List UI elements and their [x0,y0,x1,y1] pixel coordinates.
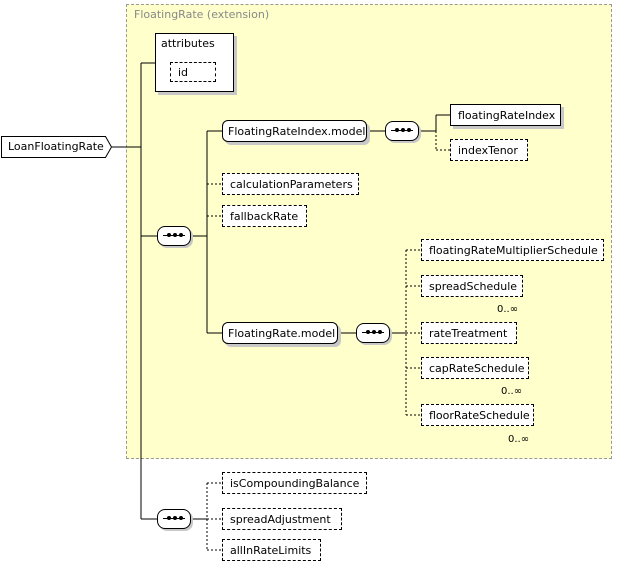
sequence-compositor-bottom[interactable] [157,509,191,529]
element-fallbackrate[interactable]: fallbackRate [222,205,307,227]
element-ratetreatment[interactable]: rateTreatment [421,322,517,344]
cardinality-caprateschedule: 0..∞ [501,386,523,397]
element-floorrateschedule[interactable]: floorRateSchedule [421,404,538,430]
element-iscompoundingbalance[interactable]: isCompoundingBalance [222,472,367,494]
attribute-id[interactable]: id [170,62,216,82]
element-caprateschedule[interactable]: capRateSchedule [421,357,533,383]
root-element-shape [1,136,112,158]
element-allinratelimits[interactable]: allInRateLimits [222,539,321,561]
sequence-compositor-rate[interactable] [356,323,390,343]
attributes-box[interactable]: attributes id [155,33,234,92]
element-indextenor[interactable]: indexTenor [450,139,528,161]
element-calculationparameters[interactable]: calculationParameters [222,173,359,195]
extension-title: FloatingRate (extension) [134,8,270,21]
element-spreadadjustment[interactable]: spreadAdjustment [222,508,342,530]
element-floatingrateindex[interactable]: floatingRateIndex [450,104,561,126]
cardinality-floorrateschedule: 0..∞ [508,434,530,445]
element-floatingratemultiplierschedule[interactable]: floatingRateMultiplierSchedule [421,239,604,261]
attributes-label: attributes [161,37,215,50]
cardinality-spreadschedule: 0..∞ [497,304,519,315]
sequence-compositor-main[interactable] [157,226,191,246]
root-element-label: LoanFloatingRate [8,140,104,153]
element-spreadschedule[interactable]: spreadSchedule [421,275,527,301]
group-floatingrateindex-model[interactable]: FloatingRateIndex.model [222,120,367,142]
group-floatingrate-model[interactable]: FloatingRate.model [222,322,338,344]
sequence-compositor-index[interactable] [385,121,419,141]
root-element-loanfloatingrate[interactable]: LoanFloatingRate [1,136,112,158]
